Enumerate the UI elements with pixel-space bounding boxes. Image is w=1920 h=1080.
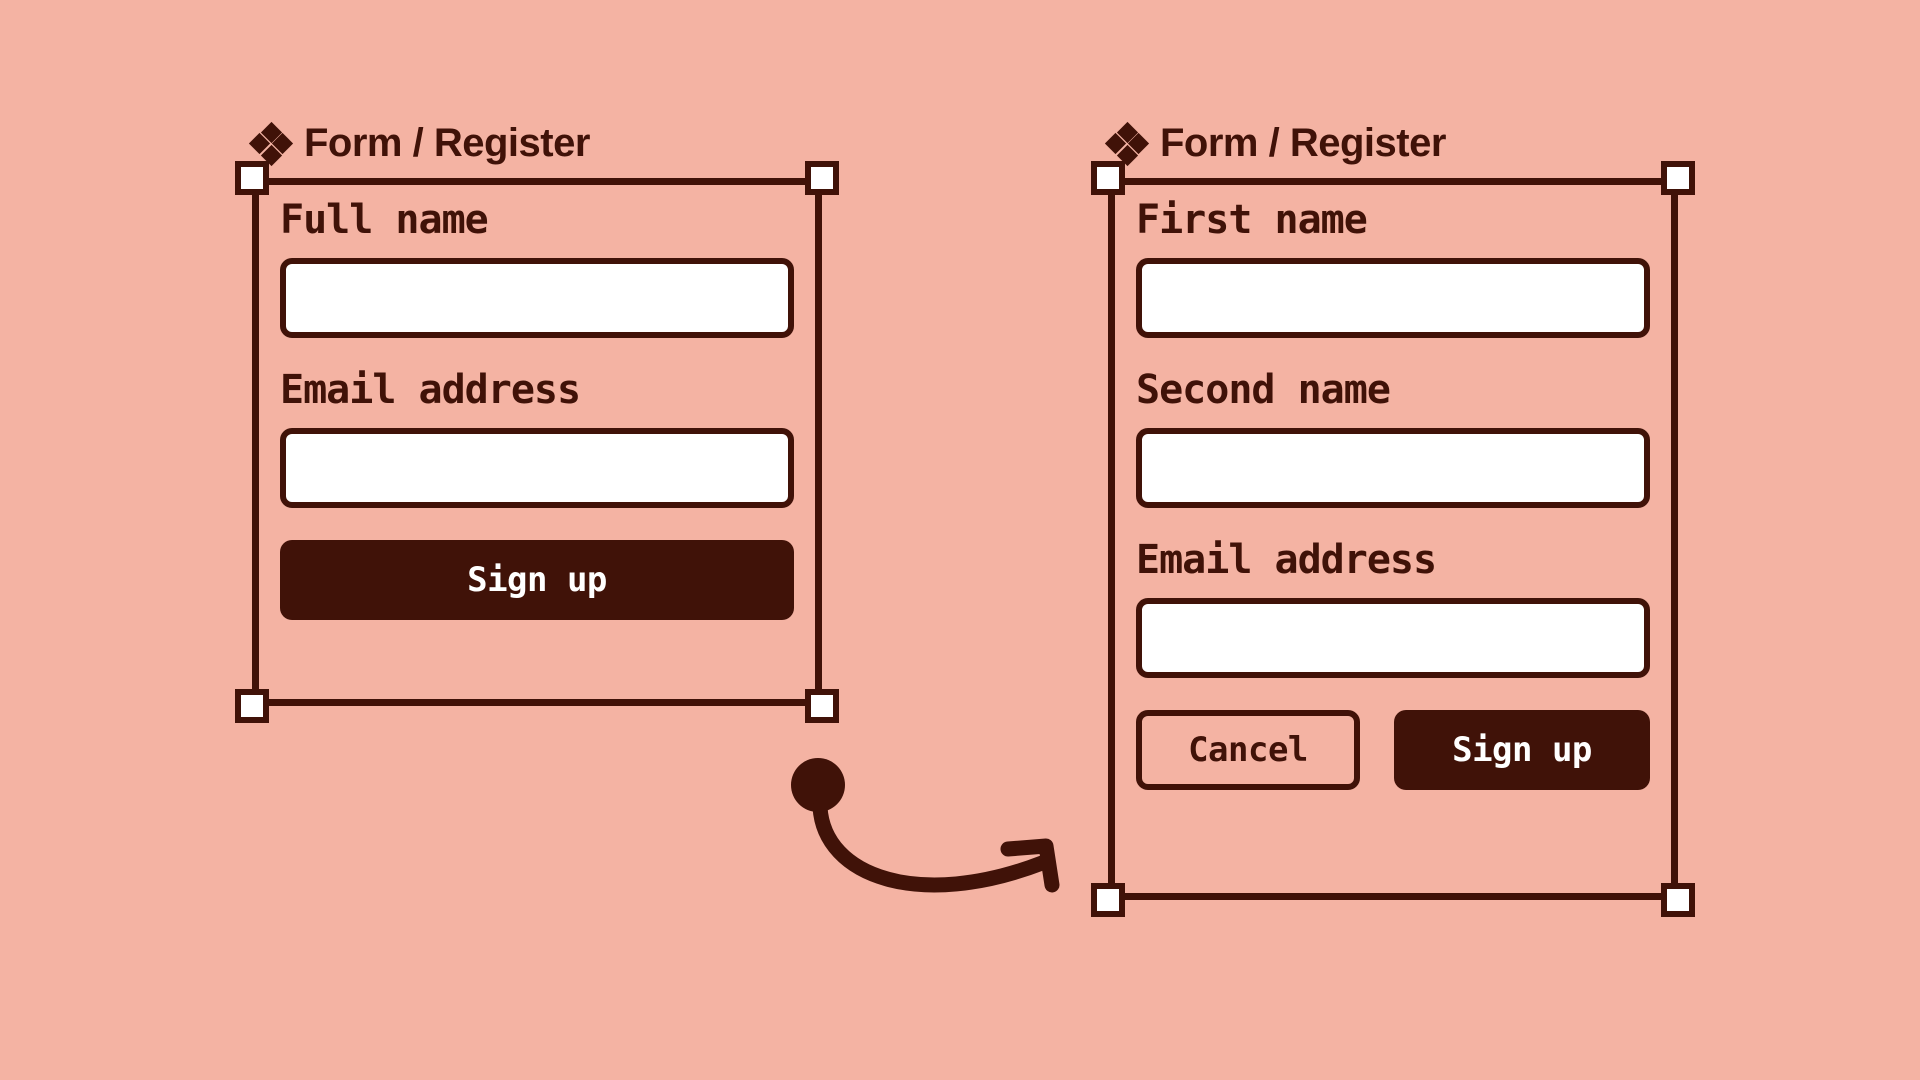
frame-title-before[interactable]: Form / Register (248, 121, 590, 166)
register-form-after: First name Second name Email address Can… (1108, 178, 1678, 900)
frame-edge-left (252, 178, 259, 706)
frame-edge-top (252, 178, 822, 185)
frame-title-after[interactable]: Form / Register (1104, 121, 1446, 166)
resize-handle-top-right[interactable] (805, 161, 839, 195)
resize-handle-bottom-left[interactable] (235, 689, 269, 723)
frame-edge-bottom (252, 699, 822, 706)
frame-title-label: Form / Register (1160, 121, 1446, 165)
label-email-address: Email address (1136, 537, 1437, 583)
arrow-curve (812, 799, 1050, 893)
register-form-before: Full name Email address Sign up (252, 178, 822, 706)
resize-handle-top-right[interactable] (1661, 161, 1695, 195)
frame-edge-right (815, 178, 822, 706)
frame-form-register-after[interactable]: Form / Register First name Second name E… (1091, 121, 1695, 917)
input-email-address[interactable] (280, 428, 794, 508)
frame-form-register-before[interactable]: Form / Register Full name Email address … (235, 121, 839, 723)
component-icon (1104, 121, 1150, 166)
component-icon (248, 121, 294, 166)
frame-edge-left (1108, 178, 1115, 900)
input-second-name[interactable] (1136, 428, 1650, 508)
input-full-name[interactable] (280, 258, 794, 338)
button-row-after: Cancel Sign up (1136, 710, 1650, 790)
resize-handle-top-left[interactable] (1091, 161, 1125, 195)
arrow-head (1000, 838, 1060, 893)
frame-edge-top (1108, 178, 1678, 185)
label-email-address: Email address (280, 367, 581, 413)
resize-handle-bottom-right[interactable] (1661, 883, 1695, 917)
arrow-start-dot (791, 758, 845, 812)
button-row-before: Sign up (280, 540, 794, 620)
frame-title-label: Form / Register (304, 121, 590, 165)
curved-arrow-annotation (770, 745, 1070, 915)
resize-handle-top-left[interactable] (235, 161, 269, 195)
resize-handle-bottom-right[interactable] (805, 689, 839, 723)
cancel-button[interactable]: Cancel (1136, 710, 1360, 790)
label-first-name: First name (1136, 197, 1368, 243)
resize-handle-bottom-left[interactable] (1091, 883, 1125, 917)
frame-edge-right (1671, 178, 1678, 900)
frame-edge-bottom (1108, 893, 1678, 900)
label-full-name: Full name (280, 197, 489, 243)
input-first-name[interactable] (1136, 258, 1650, 338)
sign-up-button[interactable]: Sign up (1394, 710, 1650, 790)
sign-up-button[interactable]: Sign up (280, 540, 794, 620)
label-second-name: Second name (1136, 367, 1391, 413)
input-email-address[interactable] (1136, 598, 1650, 678)
